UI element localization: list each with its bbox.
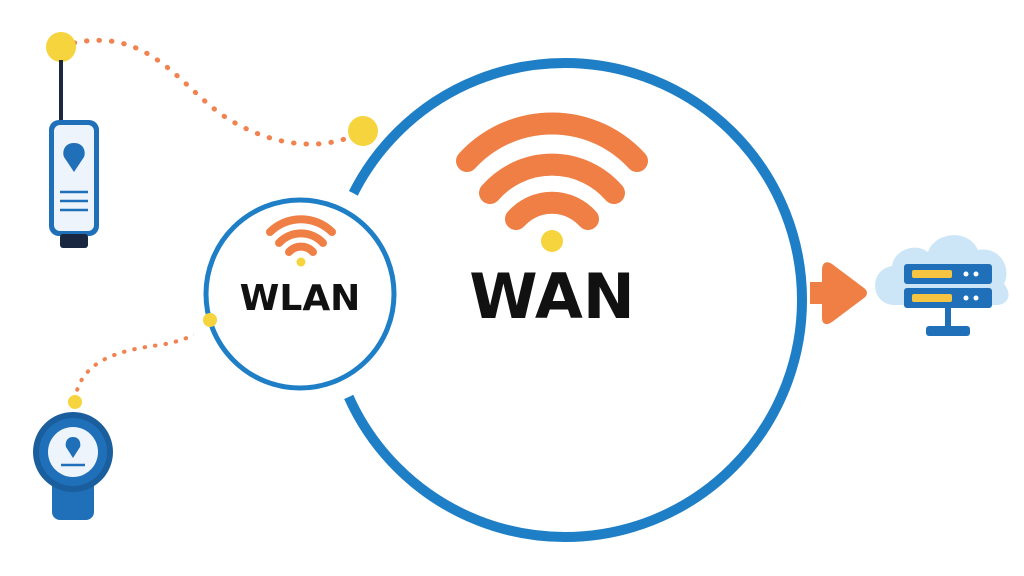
wlan-circle: [203, 197, 397, 391]
sensor-to-wlan-link: [73, 318, 212, 402]
wlan-zone: [186, 180, 414, 408]
wan-label: WAN: [469, 260, 634, 333]
wireless-gateway-icon: [49, 60, 99, 248]
wlan-wifi-icon: [266, 215, 336, 267]
arrow-right-icon: [810, 262, 867, 325]
wlan-connection-dot: [203, 313, 217, 327]
sensor-node-icon: [33, 412, 113, 520]
wlan-label: WLAN: [240, 278, 361, 319]
wan-connection-dot: [348, 116, 378, 146]
sensor-connection-dot: [68, 395, 82, 409]
wan-wifi-icon: [456, 112, 648, 252]
cloud-server-icon: [875, 235, 1009, 336]
gateway-antenna-dot: [46, 32, 76, 62]
gateway-to-wan-link: [59, 37, 366, 147]
